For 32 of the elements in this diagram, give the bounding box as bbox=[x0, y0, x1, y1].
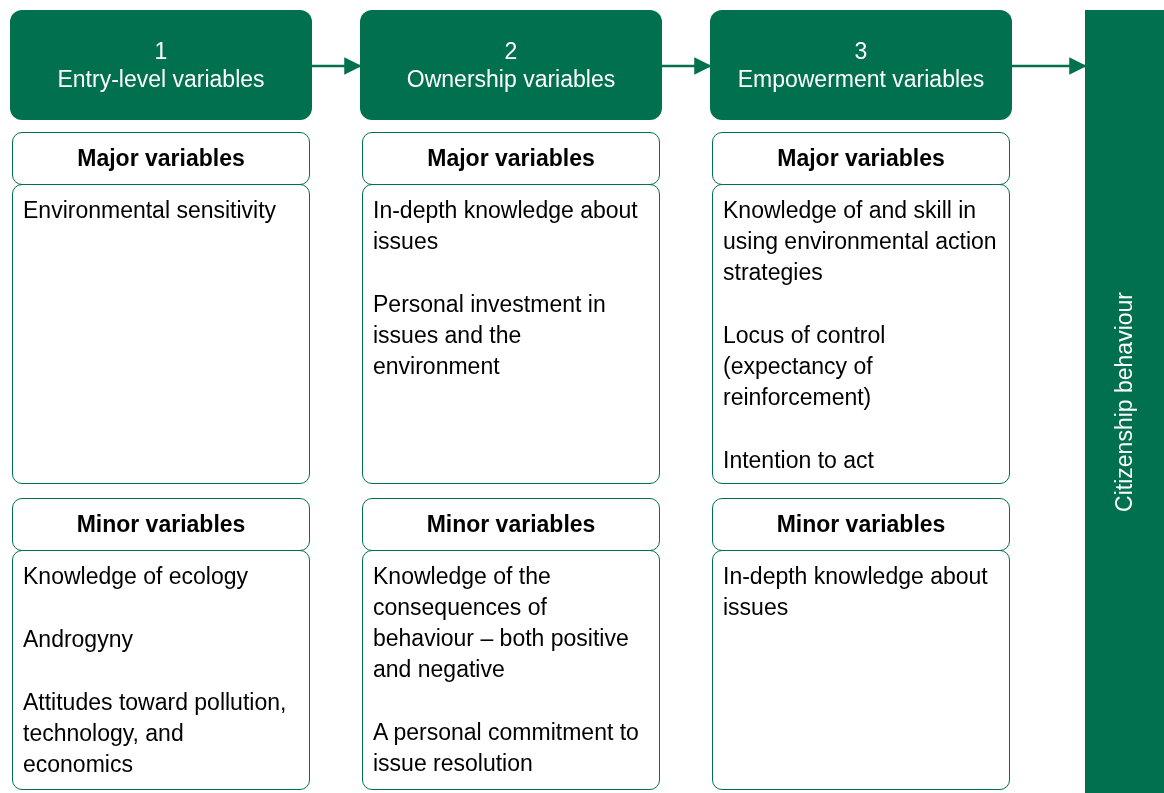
list-item: Environmental sensitivity bbox=[23, 196, 278, 225]
arrow bbox=[312, 57, 362, 75]
list-box bbox=[712, 550, 1010, 790]
list-box bbox=[712, 184, 1010, 484]
list-box bbox=[12, 184, 310, 484]
list-item: Knowledge of the consequences of behaviour – both positive and negative bbox=[373, 562, 630, 684]
stage-box bbox=[360, 10, 662, 120]
stage-box bbox=[710, 10, 1012, 120]
stage-title: Empowerment variables bbox=[737, 65, 985, 93]
list-item: Knowledge of ecology bbox=[23, 562, 250, 591]
stage-number: 2 bbox=[504, 37, 518, 65]
stage-number: 1 bbox=[154, 37, 168, 65]
list-item: Attitudes toward pollution, technology, and economics bbox=[23, 688, 288, 779]
list-box bbox=[362, 550, 660, 790]
list-box bbox=[12, 550, 310, 790]
list-item: Intention to act bbox=[723, 446, 875, 475]
list-item: Personal investment in issues and the environment bbox=[373, 290, 607, 381]
outcome-bar bbox=[1085, 10, 1164, 793]
stage-box bbox=[10, 10, 312, 120]
stage-number: 3 bbox=[854, 37, 868, 65]
stage-title: Ownership variables bbox=[406, 65, 616, 93]
list-item: Knowledge of and skill in using environmental action strategies bbox=[723, 196, 998, 287]
list-item: A personal commitment to issue resolution bbox=[373, 718, 640, 778]
list-item: Androgyny bbox=[23, 625, 134, 654]
arrow bbox=[1012, 57, 1087, 75]
stage-title: Entry-level variables bbox=[57, 65, 265, 93]
outcome-label: Citizenship behaviour bbox=[1111, 291, 1138, 512]
list-item: In-depth knowledge about issues bbox=[723, 562, 989, 622]
arrow bbox=[662, 57, 712, 75]
list-item: Locus of control (expectancy of reinforcement) bbox=[723, 321, 887, 412]
list-item: In-depth knowledge about issues bbox=[373, 196, 639, 256]
list-box bbox=[362, 184, 660, 484]
